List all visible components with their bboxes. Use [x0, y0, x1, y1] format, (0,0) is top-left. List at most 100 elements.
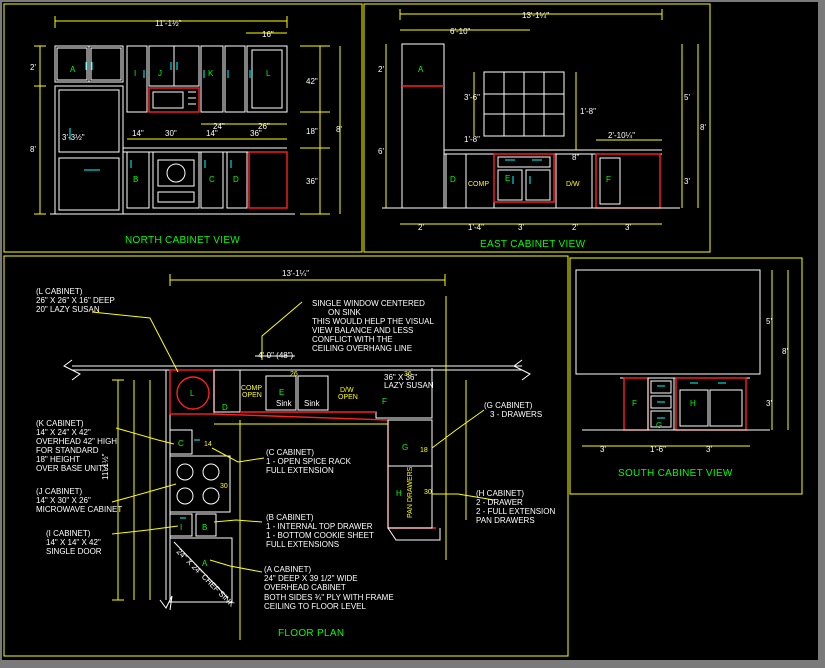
note-l-cabinet-2: 26" X 26" X 16" DEEP: [36, 296, 115, 305]
note-l-cabinet-1: (L CABINET): [36, 287, 83, 296]
east-view-frame: [363, 3, 711, 253]
north-dim-36b: 36": [250, 129, 262, 138]
north-dim-8-left: 8': [30, 145, 36, 154]
note-j-cabinet-3: MICROWAVE CABINET: [36, 505, 122, 514]
note-h-cabinet-1: (H CABINET): [476, 489, 524, 498]
east-label-a: A: [418, 65, 424, 74]
east-dim-8: 8': [700, 123, 706, 132]
south-dim-b3: 3': [600, 445, 606, 454]
note-k-cabinet-4: FOR STANDARD: [36, 446, 99, 455]
plan-label-d: D: [222, 403, 228, 412]
east-dim-8b: 8": [572, 153, 579, 162]
plan-label-c: C: [178, 439, 184, 448]
north-label-j: J: [158, 69, 162, 78]
north-dim-30: 30": [165, 129, 177, 138]
note-b-cabinet-2: 1 - INTERNAL TOP DRAWER: [266, 522, 373, 531]
note-i-cabinet-3: SINGLE DOOR: [46, 547, 102, 556]
plan-label-lazy2: LAZY SUSAN: [384, 381, 434, 390]
plan-label-a: A: [202, 559, 208, 568]
plan-dim-36: 36: [404, 371, 412, 378]
north-label-l: L: [266, 69, 271, 78]
east-dim-1-8: 1'-8": [464, 135, 480, 144]
note-b-cabinet-4: FULL EXTENSIONS: [266, 540, 339, 549]
north-label-i: I: [134, 69, 136, 78]
north-label-c: C: [209, 175, 215, 184]
north-dim-18: 18": [306, 127, 318, 136]
plan-label-e: E: [279, 388, 284, 397]
east-dim-2: 2': [378, 65, 384, 74]
south-dim-b1-6: 1'-6": [650, 445, 666, 454]
plan-dim-18: 18: [420, 447, 428, 454]
plan-label-l: L: [190, 389, 195, 398]
note-a-cabinet-2: 24" DEEP X 39 1/2" WIDE: [264, 574, 358, 583]
north-dim-42: 42": [306, 77, 318, 86]
note-a-cabinet-1: (A CABINET): [264, 565, 311, 574]
north-dim-2: 2': [30, 63, 36, 72]
note-l-cabinet-3: 20" LAZY SUSAN: [36, 305, 100, 314]
east-dim-3: 3': [684, 177, 690, 186]
note-window-4: VIEW BALANCE AND LESS: [312, 326, 413, 335]
plan-label-dw: D/W: [340, 387, 354, 394]
south-label-g: G: [656, 421, 662, 430]
north-label-k: K: [208, 69, 214, 78]
north-view-frame: [3, 3, 363, 253]
north-dim-14b: 14": [206, 129, 218, 138]
note-window-2: ON SINK: [328, 308, 362, 317]
north-dim-36: 36": [306, 177, 318, 186]
note-h-cabinet-4: PAN DRAWERS: [476, 516, 535, 525]
note-h-cabinet-3: 2 - FULL EXTENSION: [476, 507, 556, 516]
note-h-cabinet-2: 2 - DRAWER: [476, 498, 523, 507]
note-j-cabinet-2: 14" X 30" X 26": [36, 496, 91, 505]
east-dim-b1-4: 1'-4": [468, 223, 484, 232]
plan-dim-14: 14: [204, 441, 212, 448]
note-k-cabinet-1: (K CABINET): [36, 419, 84, 428]
east-dim-6-10: 6'-10": [450, 27, 471, 36]
note-g-cabinet-1: (G CABINET): [484, 401, 533, 410]
floor-plan: 13'-1¼" 4'-0" (48") L D COMP OPEN E Sink…: [3, 255, 569, 657]
plan-dim-30b: 30: [424, 489, 432, 496]
north-dim-26: 26": [258, 122, 270, 131]
note-c-cabinet-3: FULL EXTENSION: [266, 466, 334, 475]
floor-plan-frame: [3, 255, 569, 657]
east-dim-6: 6': [378, 147, 384, 156]
floor-plan-title: FLOOR PLAN: [278, 628, 344, 639]
east-label-f: F: [606, 175, 611, 184]
east-cabinet-view: 13'-1¼" 6'-10" A D COMP E D/W F 2' 1'-4: [363, 3, 711, 253]
east-dim-overall: 13'-1¼": [522, 11, 549, 20]
note-k-cabinet-2: 14" X 24" X 42": [36, 428, 91, 437]
east-label-dw: D/W: [566, 181, 580, 188]
note-j-cabinet-1: (J CABINET): [36, 487, 83, 496]
note-window-3: THIS WOULD HELP THE VISUAL: [312, 317, 435, 326]
east-dim-b2: 2': [418, 223, 424, 232]
east-dim-b3: 3': [518, 223, 524, 232]
south-cabinet-view: F G H 3' 1'-6" 3' 5' 3' 8' SOUTH CABINET…: [569, 257, 803, 495]
note-g-cabinet-2: 3 - DRAWERS: [490, 410, 542, 419]
south-dim-b3b: 3': [706, 445, 712, 454]
east-dim-3-6: 3'-6": [464, 93, 480, 102]
plan-dim-window: 4'-0" (48"): [258, 351, 294, 360]
note-k-cabinet-6: OVER BASE UNITS: [36, 464, 108, 473]
north-label-a: A: [70, 65, 76, 74]
plan-label-f: F: [382, 397, 387, 406]
north-label-b: B: [133, 175, 138, 184]
south-dim-5: 5': [766, 317, 772, 326]
plan-label-comp: COMP: [241, 385, 262, 392]
plan-label-open: OPEN: [242, 392, 262, 399]
note-i-cabinet-1: (I CABINET): [46, 529, 91, 538]
north-dim-16: 16": [262, 30, 274, 39]
note-window-5: CONFLICT WITH THE: [312, 335, 393, 344]
plan-label-pan: PAN DRAWERS: [407, 466, 414, 518]
plan-dim-30: 30: [220, 483, 228, 490]
south-dim-8: 8': [782, 347, 788, 356]
east-view-title: EAST CABINET VIEW: [480, 239, 586, 250]
north-dim-8-right: 8': [336, 125, 342, 134]
north-view-title: NORTH CABINET VIEW: [125, 235, 240, 246]
south-view-title: SOUTH CABINET VIEW: [618, 468, 733, 479]
north-dim-overall: 11'-1½": [155, 19, 182, 28]
south-label-h: H: [690, 399, 696, 408]
north-dim-24: 24": [213, 122, 225, 131]
north-dim-14: 14": [132, 129, 144, 138]
note-i-cabinet-2: 14" X 14" X 42": [46, 538, 101, 547]
note-a-cabinet-4: BOTH SIDES ¾" PLY WITH FRAME: [264, 593, 394, 602]
